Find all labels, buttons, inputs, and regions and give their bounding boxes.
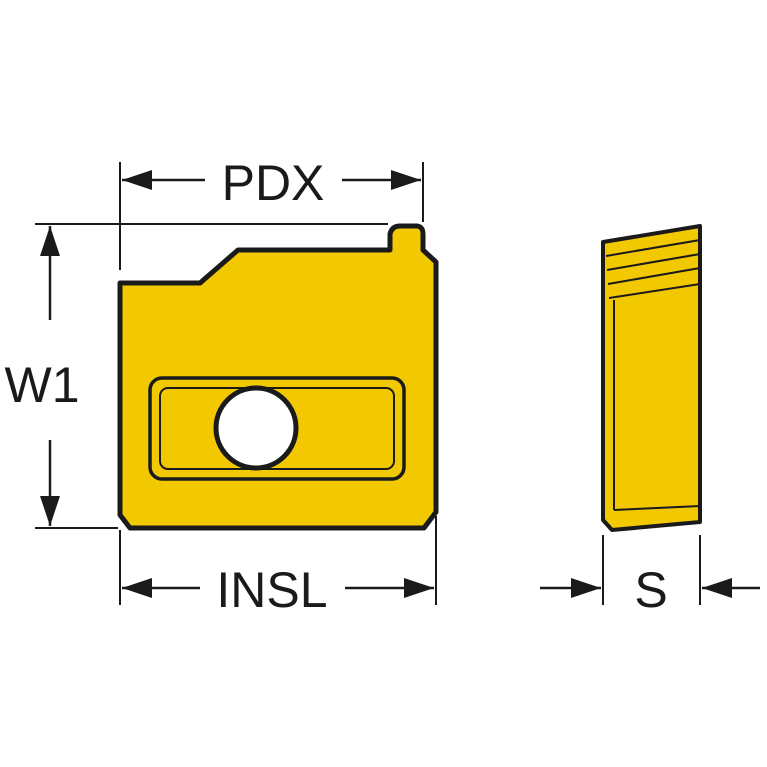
mounting-hole — [213, 385, 299, 471]
insl-label: INSL — [216, 562, 327, 618]
side-body — [601, 224, 702, 532]
side-chamfer-line-4 — [608, 283, 701, 299]
pdx-dimension: PDX — [119, 155, 424, 270]
side-chamfer-line-2 — [606, 253, 701, 271]
insert-front-view — [117, 223, 439, 531]
side-chamfer-line-3 — [607, 267, 701, 285]
insl-dimension: INSL — [119, 516, 437, 618]
clamping-recess-inner — [159, 387, 395, 470]
side-bottom-edge — [613, 505, 701, 511]
s-dimension: S — [540, 535, 760, 618]
w1-dimension: W1 — [5, 223, 388, 529]
side-chamfer-line-1 — [605, 239, 701, 257]
w1-label: W1 — [5, 357, 80, 413]
insert-side-view — [601, 224, 702, 532]
pdx-label: PDX — [222, 155, 325, 211]
s-label: S — [634, 562, 667, 618]
clamping-recess-outer — [148, 376, 406, 481]
